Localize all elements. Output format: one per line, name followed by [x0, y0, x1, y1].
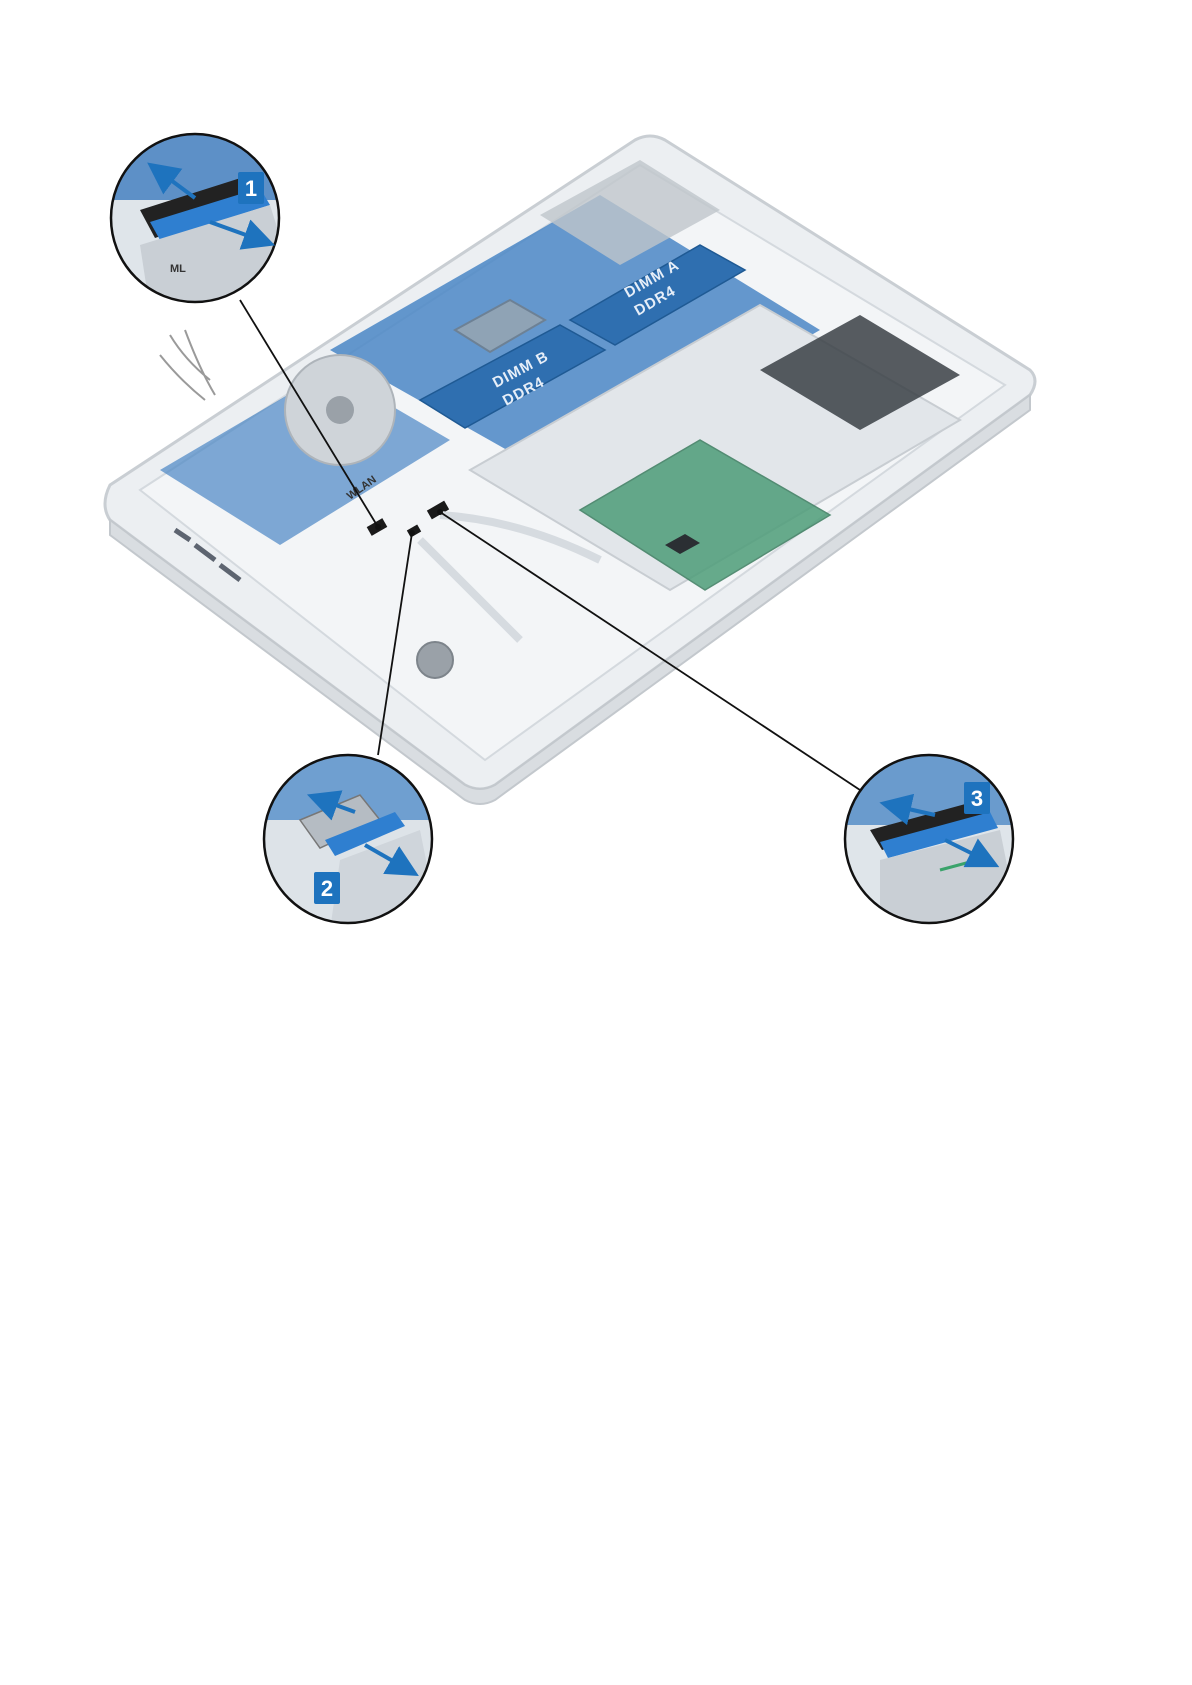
fan-hub: [326, 396, 354, 424]
callout-2: 2: [260, 750, 440, 930]
callout-number-3: 3: [971, 786, 983, 811]
callout-number-1: 1: [245, 176, 257, 201]
svg-text:ML: ML: [170, 263, 186, 275]
antenna-wires: [160, 330, 215, 400]
leader-dot-3: [437, 509, 443, 515]
leader-dot-2: [409, 530, 415, 536]
callout-number-2: 2: [321, 876, 333, 901]
callout-1: ML 1: [100, 130, 300, 310]
callout-3: 3: [840, 750, 1020, 930]
leader-dot-1: [375, 524, 381, 530]
coin-cell: [417, 642, 453, 678]
